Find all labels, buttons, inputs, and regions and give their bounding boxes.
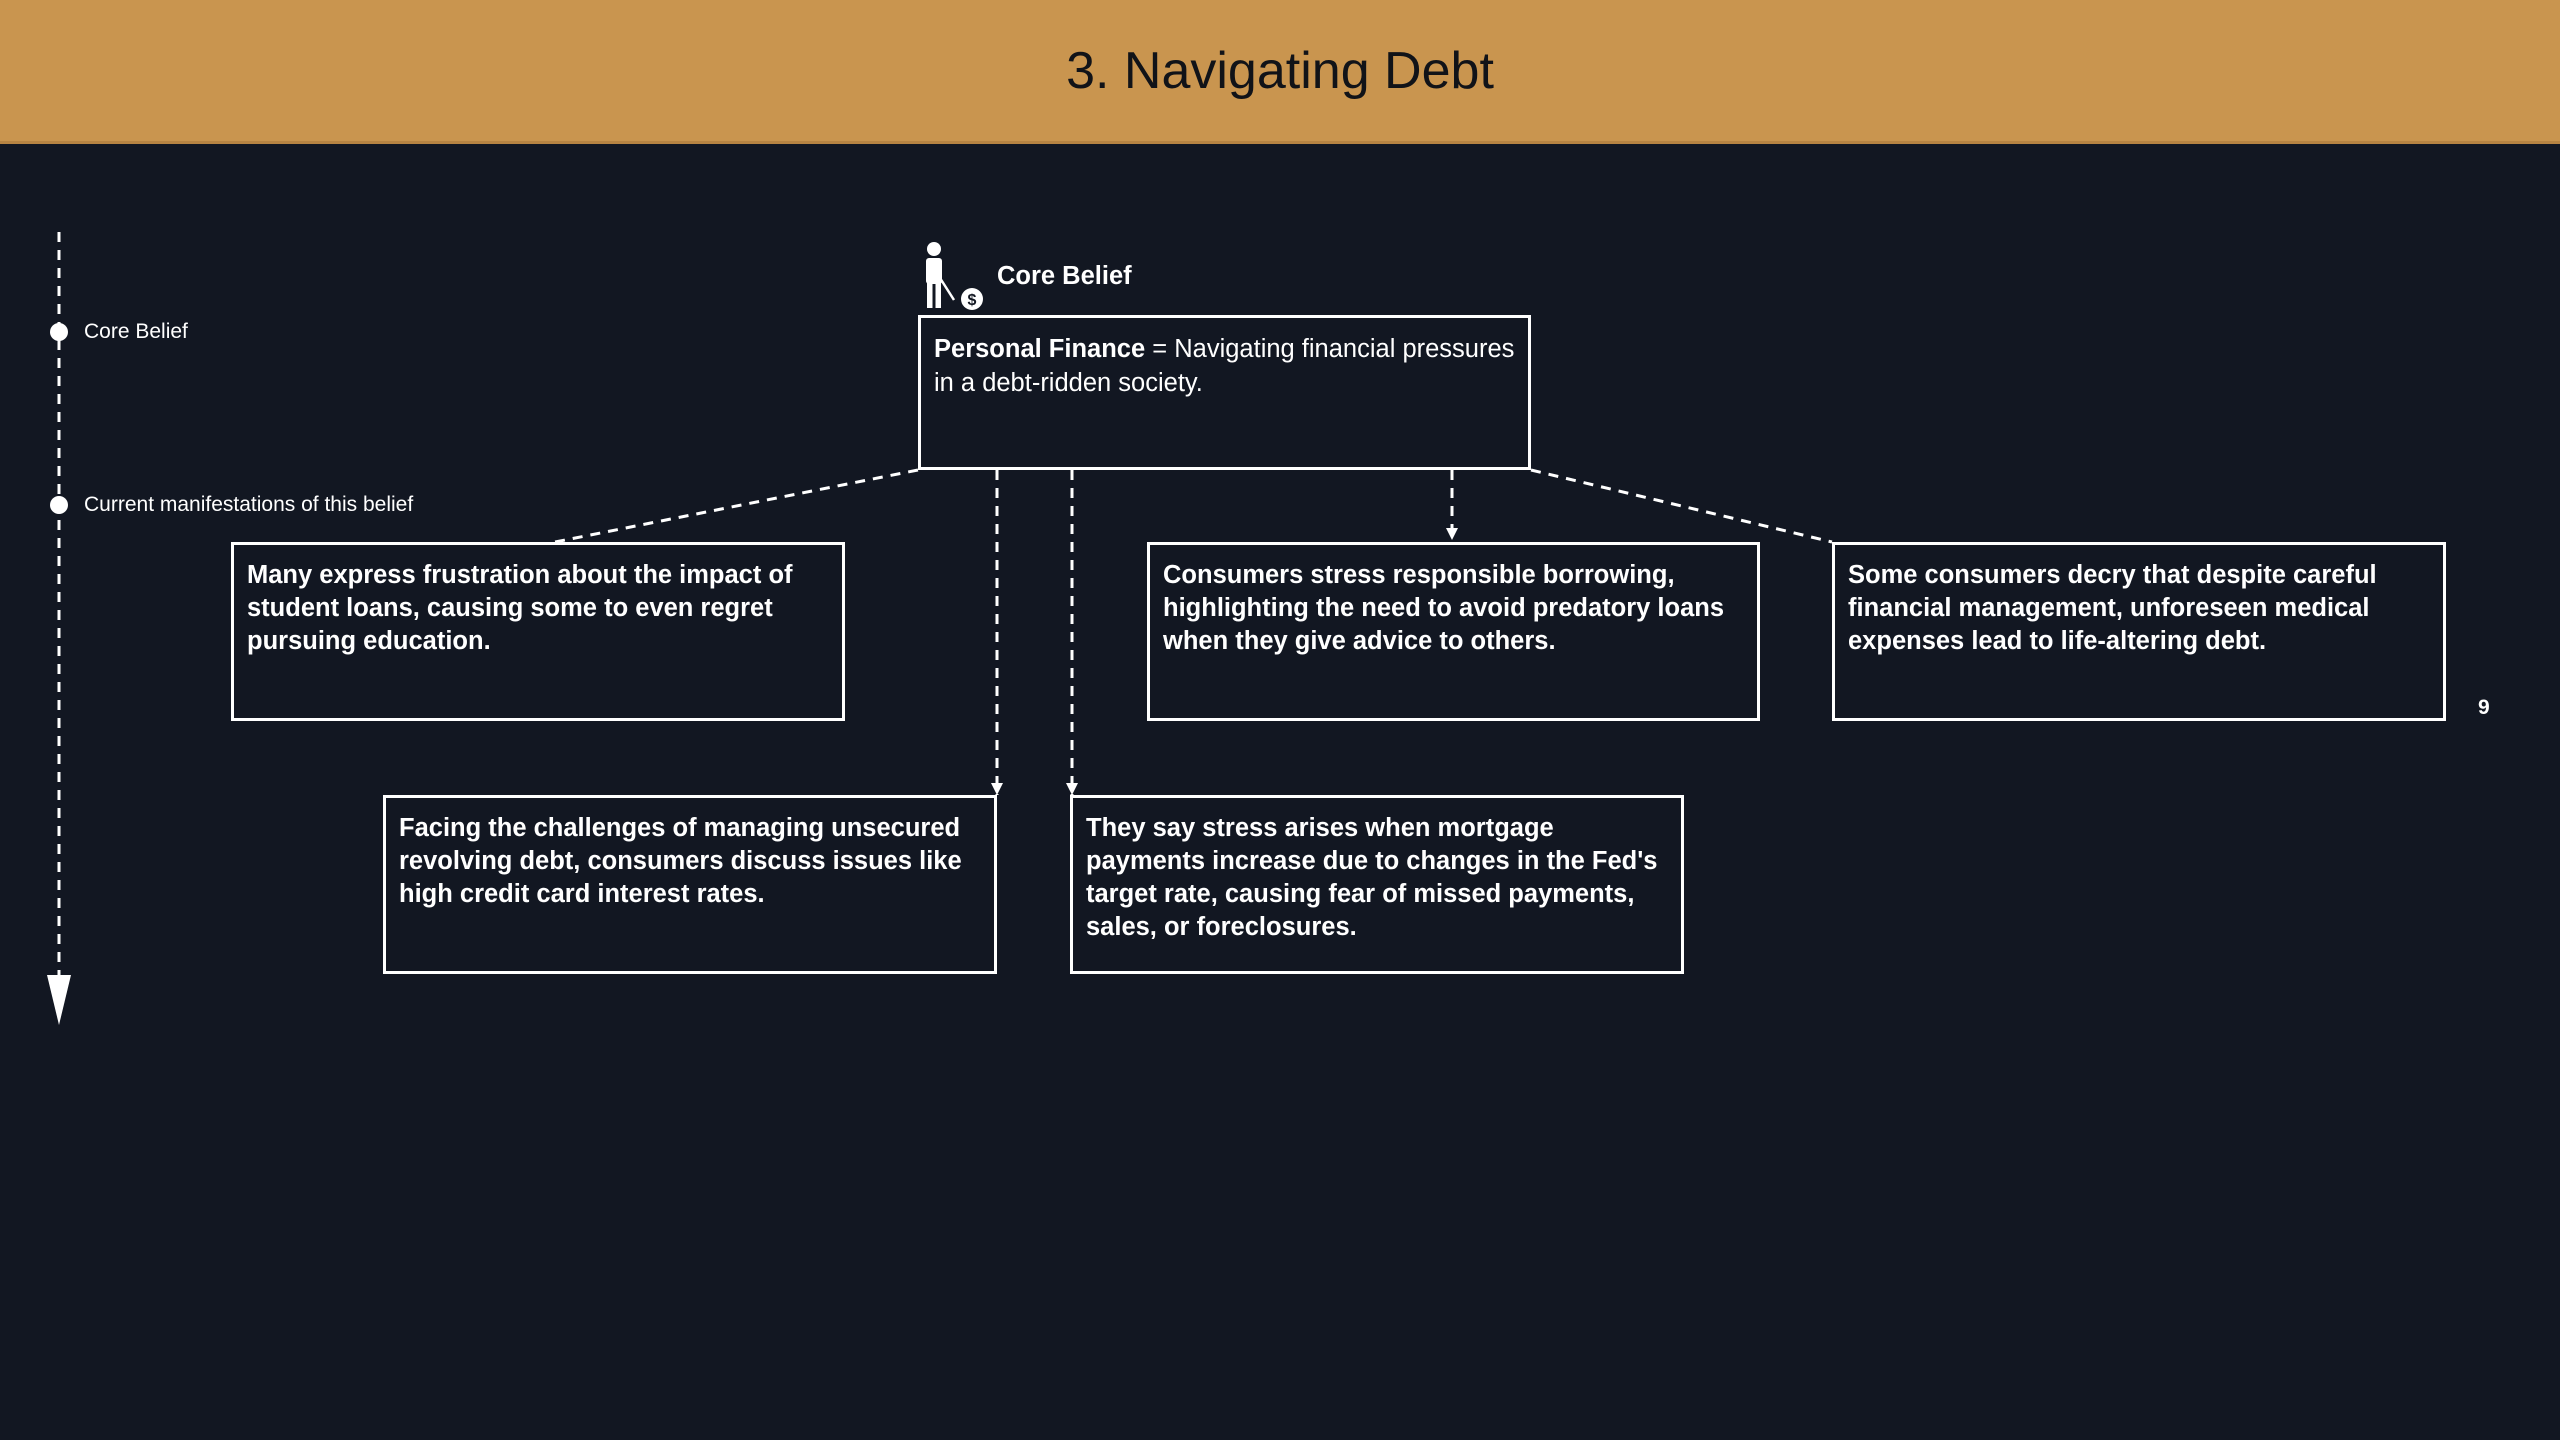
connector-left — [554, 468, 919, 544]
manifestation-box-responsible-borrowing: Consumers stress responsible borrowing, … — [1147, 542, 1760, 721]
slide-header: 3. Navigating Debt — [0, 0, 2560, 144]
manifestation-box-student-loans: Many express frustration about the impac… — [231, 542, 845, 721]
svg-text:$: $ — [968, 292, 977, 309]
person-money-icon: $ — [926, 242, 983, 310]
timeline-dot-manifestations — [50, 496, 68, 514]
timeline-label-core-belief: Core Belief — [84, 320, 188, 343]
core-belief-box: Personal Finance = Navigating financial … — [918, 315, 1531, 470]
connector-right — [1530, 468, 1833, 544]
core-belief-definition: = Navigating financial pressures in a de… — [934, 335, 1515, 397]
arrowhead-bottom-right — [1066, 783, 1078, 795]
arrowhead-middle-right — [1446, 528, 1458, 540]
timeline-label-manifestations: Current manifestations of this belief — [84, 493, 414, 516]
arrowhead-bottom-left — [991, 783, 1003, 795]
page-number: 9 — [2478, 696, 2490, 719]
manifestation-box-mortgage-stress: They say stress arises when mortgage pay… — [1070, 795, 1684, 974]
core-belief-heading: Core Belief — [997, 262, 1132, 290]
manifestation-box-medical-debt: Some consumers decry that despite carefu… — [1832, 542, 2446, 721]
timeline-arrowhead — [47, 975, 71, 1025]
manifestation-box-revolving-debt: Facing the challenges of managing unsecu… — [383, 795, 997, 974]
core-belief-term: Personal Finance — [934, 335, 1146, 363]
timeline-dot-core-belief — [50, 323, 68, 341]
slide-title: 3. Navigating Debt — [1066, 41, 1494, 100]
